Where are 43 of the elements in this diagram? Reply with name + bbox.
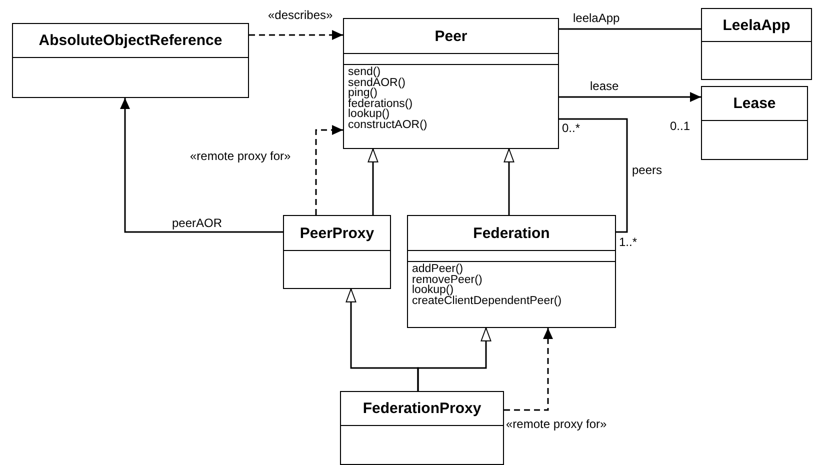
association-line bbox=[559, 118, 628, 233]
edge-label: lease bbox=[590, 80, 619, 93]
association-arrow bbox=[559, 92, 701, 102]
association-arrow bbox=[120, 98, 283, 233]
generalization-arrow bbox=[368, 148, 378, 215]
dependency-arrow bbox=[249, 30, 343, 40]
class-box bbox=[12, 23, 249, 98]
edge-label: «remote proxy for» bbox=[506, 418, 607, 431]
dependency-arrow bbox=[315, 125, 343, 215]
method-name: constructAOR() bbox=[348, 120, 428, 130]
class-name: FederationProxy bbox=[362, 400, 482, 417]
edge-label: peerAOR bbox=[172, 217, 222, 230]
generalization-arrow bbox=[417, 328, 492, 391]
class-box bbox=[343, 18, 559, 149]
method-name: send() bbox=[348, 67, 381, 78]
method-name: federations() bbox=[348, 98, 414, 109]
class-name: AbsoluteObjectReference bbox=[38, 32, 222, 49]
method-name: lookup() bbox=[412, 285, 454, 296]
edge-label: leelaApp bbox=[573, 12, 620, 25]
class-box bbox=[701, 8, 812, 80]
class-name: LeelaApp bbox=[722, 16, 790, 34]
class-name: PeerProxy bbox=[300, 224, 374, 242]
generalization-arrow bbox=[504, 148, 514, 215]
dependency-arrow bbox=[504, 328, 553, 411]
method-name: addPeer() bbox=[412, 264, 464, 274]
class-name: Lease bbox=[733, 95, 776, 112]
method-name: ping() bbox=[348, 88, 378, 98]
class-name: Peer bbox=[434, 28, 468, 44]
method-name: createClientDependentPeer() bbox=[412, 296, 563, 306]
class-box bbox=[283, 215, 391, 289]
edge-label: «remote proxy for» bbox=[190, 150, 291, 163]
method-name: lookup() bbox=[348, 109, 390, 120]
association-line bbox=[559, 28, 701, 30]
method-name: removePeer() bbox=[412, 274, 484, 285]
class-name: Federation bbox=[473, 224, 550, 242]
class-box bbox=[701, 86, 808, 160]
multiplicity-label: 1..* bbox=[619, 236, 638, 249]
multiplicity-label: 0..1 bbox=[670, 120, 690, 133]
multiplicity-label: 0..* bbox=[562, 122, 580, 135]
method-name: sendAOR() bbox=[348, 78, 407, 88]
class-box bbox=[407, 215, 616, 328]
class-box bbox=[340, 391, 504, 465]
edge-label: «describes» bbox=[268, 9, 333, 22]
